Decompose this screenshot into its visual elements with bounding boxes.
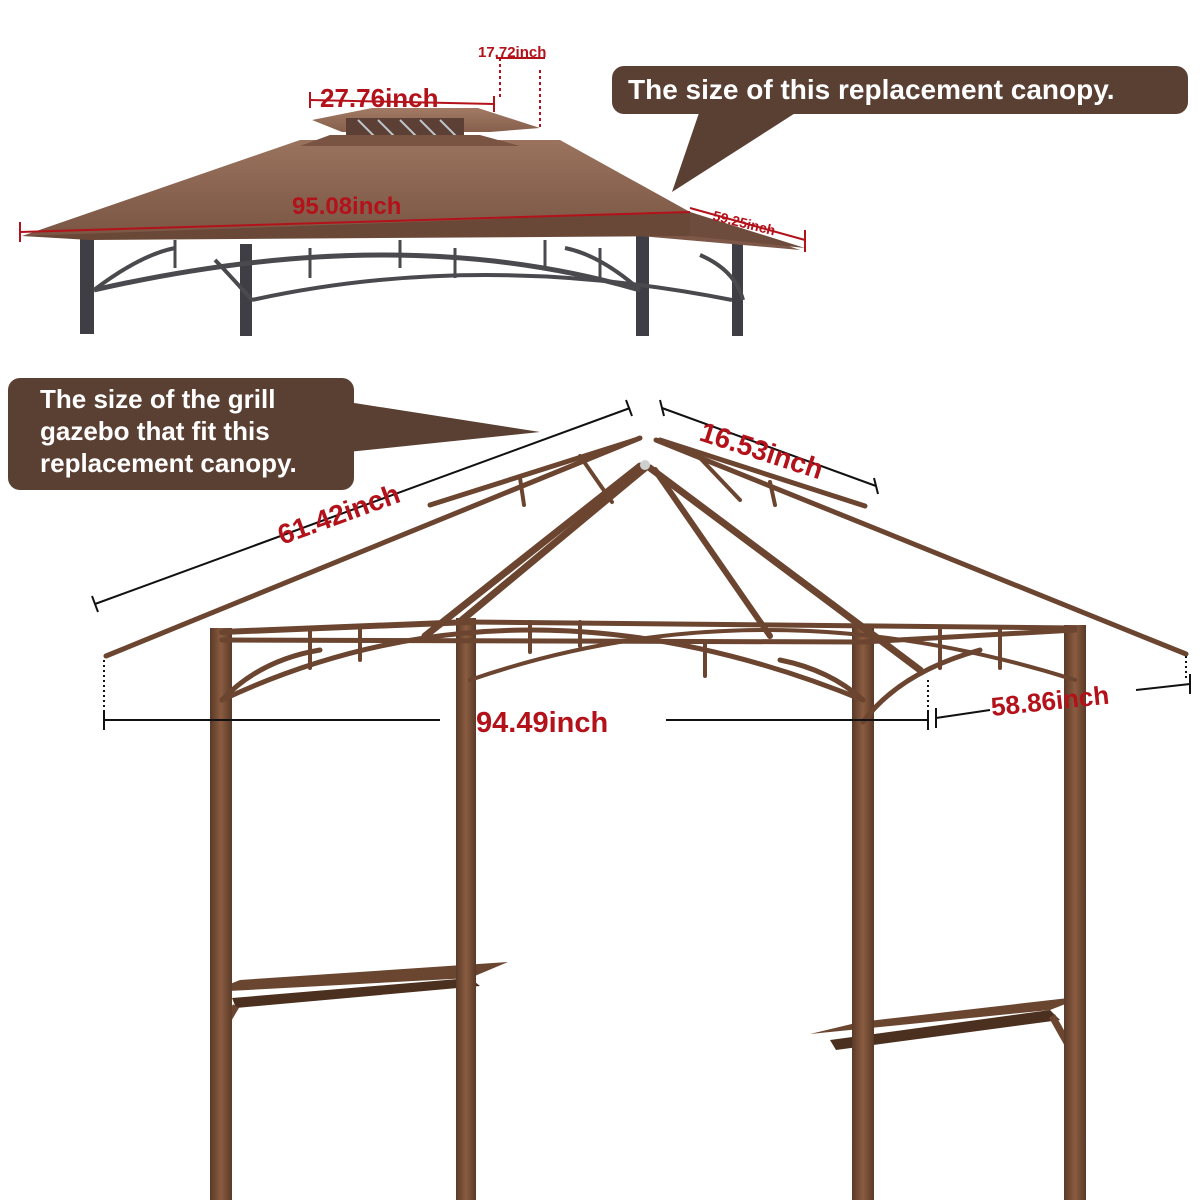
canopy-callout: The size of this replacement canopy. xyxy=(612,66,1188,192)
canopy-callout-text: The size of this replacement canopy. xyxy=(628,74,1115,105)
canopy-length-label: 95.08inch xyxy=(292,193,401,220)
canopy-frame xyxy=(80,236,745,336)
canopy-dimension-lines xyxy=(19,57,806,252)
front-right-post xyxy=(1064,625,1086,1200)
gazebo-width-label: 58.86inch xyxy=(989,680,1110,722)
back-left-post xyxy=(456,618,476,1200)
gazebo-dimension-lines xyxy=(91,399,1191,730)
gazebo-frame-illustration xyxy=(103,435,1189,1200)
front-left-post xyxy=(210,628,232,1200)
canopy-top-height-label: 17.72inch xyxy=(478,44,546,61)
gazebo-callout-line-1: The size of the grill xyxy=(40,384,275,414)
gazebo-callout-line-3: replacement canopy. xyxy=(40,448,297,478)
gazebo-length-label: 94.49inch xyxy=(476,707,608,739)
canopy-main-roof xyxy=(22,140,690,236)
right-shelf xyxy=(810,996,1086,1050)
back-right-post xyxy=(852,628,874,1200)
gazebo-callout-line-2: gazebo that fit this xyxy=(40,416,270,446)
canopy-illustration xyxy=(22,108,805,336)
canopy-top-width-label: 27.76inch xyxy=(320,83,439,113)
gazebo-callout: The size of the grill gazebo that fit th… xyxy=(8,378,540,490)
